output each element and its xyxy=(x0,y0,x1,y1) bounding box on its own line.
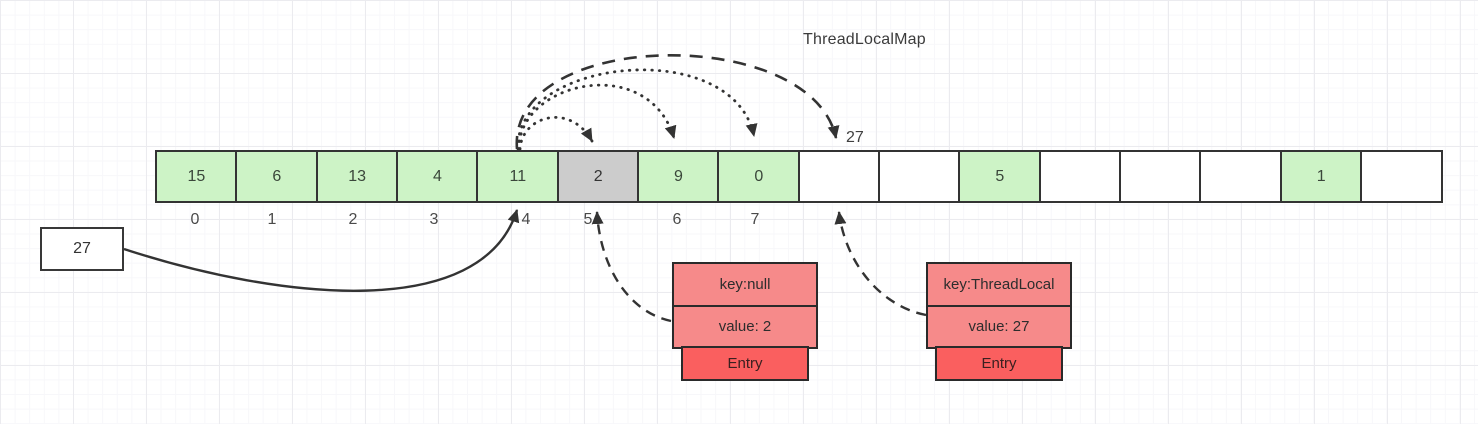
probe-result-label: 27 xyxy=(846,129,864,146)
array-slot-5-stale: 2 xyxy=(556,150,640,203)
entry-stale-key-row: key:null xyxy=(672,262,818,307)
array-slot-9 xyxy=(878,150,961,203)
array-slot-12 xyxy=(1119,150,1202,203)
array-slot-11 xyxy=(1038,150,1122,203)
value-27-box: 27 xyxy=(40,227,124,271)
array-slot-8 xyxy=(797,150,881,203)
array-slot-15 xyxy=(1360,150,1443,203)
index-label-2: 2 xyxy=(348,211,358,228)
probe-arc-to-slot-8 xyxy=(515,54,840,150)
array-slot-0: 15 xyxy=(155,150,238,203)
array-slot-4: 11 xyxy=(476,150,560,203)
hash-table-array: 15 6 13 4 11 2 9 0 5 1 xyxy=(155,150,1443,203)
index-label-1: 1 xyxy=(267,211,277,228)
index-label-5: 5 xyxy=(583,211,593,228)
array-slot-3: 4 xyxy=(396,150,479,203)
entry-live-arrow-to-slot-8 xyxy=(834,211,927,317)
entry-live-value-row: value: 27 xyxy=(926,304,1072,349)
array-slot-14: 1 xyxy=(1279,150,1363,203)
array-slot-1: 6 xyxy=(235,150,319,203)
index-label-3: 3 xyxy=(429,211,439,228)
entry-live-tag: Entry xyxy=(935,346,1063,381)
probe-arc-to-slot-6 xyxy=(517,83,677,151)
array-slot-7: 0 xyxy=(717,150,801,203)
entry-box-stale: key:null value: 2 Entry xyxy=(672,262,818,381)
value-27-text: 27 xyxy=(73,240,91,257)
probe-arc-to-slot-7 xyxy=(516,68,758,151)
array-slot-2: 13 xyxy=(315,150,399,203)
entry-stale-value-row: value: 2 xyxy=(672,304,818,349)
index-label-4: 4 xyxy=(521,211,531,228)
entry-live-key-row: key:ThreadLocal xyxy=(926,262,1072,307)
index-label-6: 6 xyxy=(672,211,682,228)
index-label-7: 7 xyxy=(750,211,760,228)
entry-stale-tag: Entry xyxy=(681,346,809,381)
array-slot-6: 9 xyxy=(637,150,720,203)
array-slot-10: 5 xyxy=(958,150,1042,203)
entry-box-live: key:ThreadLocal value: 27 Entry xyxy=(926,262,1072,381)
diagram-title: ThreadLocalMap xyxy=(803,31,926,48)
index-label-0: 0 xyxy=(190,211,200,228)
probe-arc-to-slot-5 xyxy=(518,115,594,151)
array-slot-13 xyxy=(1199,150,1283,203)
